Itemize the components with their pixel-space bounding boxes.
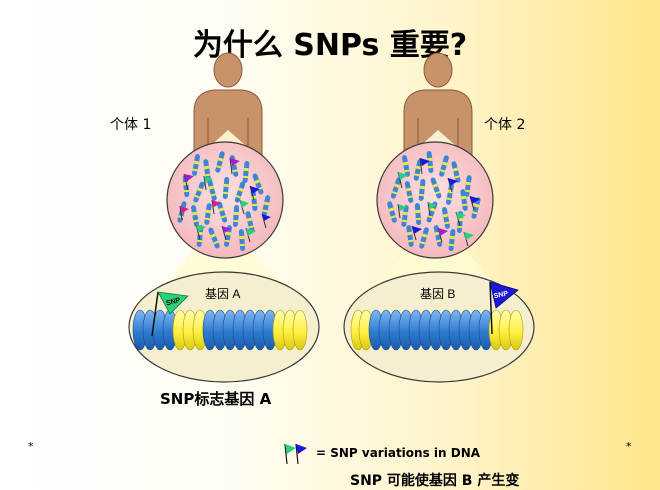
- flag-icon: [157, 291, 189, 315]
- gene-a-caption: SNP标志基因 A: [160, 390, 272, 408]
- flag-icon: [456, 212, 466, 220]
- flag-icon: [470, 196, 480, 204]
- snp-flags-1: [179, 157, 271, 243]
- individual-2: SNP 基因 B: [343, 52, 535, 383]
- snp-flag-gene-b: SNP: [489, 281, 519, 335]
- snp-flags-2: [397, 157, 480, 247]
- legend-flags: [284, 443, 307, 465]
- flag-icon: [246, 228, 256, 236]
- bottom-text: SNP 可能使基因 B 产生变: [350, 473, 520, 489]
- gene-a-label: 基因 A: [205, 287, 240, 301]
- footer-mark-left: *: [28, 440, 34, 453]
- gene-b-label: 基因 B: [420, 287, 455, 301]
- flag-icon: [464, 232, 474, 240]
- individual-2-label: 个体 2: [484, 117, 526, 133]
- cell-1: [166, 141, 284, 259]
- flag-icon: [420, 158, 430, 166]
- flag-icon: [398, 172, 408, 180]
- legend-text: = SNP variations in DNA: [316, 446, 481, 460]
- flag-icon: [428, 202, 437, 209]
- flag-label-b: SNP: [493, 290, 509, 300]
- snp-diagram: SNP 基因 A: [128, 52, 535, 465]
- dna-strand-b: [350, 309, 524, 351]
- flag-icon: [412, 226, 422, 234]
- gene-b-panel: SNP 基因 B: [343, 271, 535, 383]
- flag-icon: [230, 158, 240, 166]
- flag-icon: [196, 224, 206, 232]
- gene-a-panel: SNP 基因 A: [128, 271, 320, 383]
- flag-icon: [448, 178, 458, 186]
- snp-flag-gene-a: SNP: [151, 291, 189, 337]
- flag-icon: [180, 206, 189, 213]
- flag-icon: [262, 214, 271, 221]
- green-flag-icon: [285, 444, 296, 454]
- individual-1-label: 个体 1: [110, 117, 152, 133]
- blue-flag-icon: [296, 444, 307, 454]
- flag-icon: [184, 174, 194, 182]
- cell-2: [376, 141, 494, 259]
- individual-1: SNP 基因 A: [128, 52, 320, 383]
- flag-icon: [438, 228, 448, 236]
- flag-icon: [489, 281, 519, 309]
- flag-icon: [240, 200, 249, 208]
- flag-label-a: SNP: [165, 297, 181, 308]
- dna-strand-a: [132, 309, 308, 351]
- flag-icon: [398, 204, 407, 211]
- flag-icon: [250, 186, 260, 194]
- flag-icon: [222, 226, 231, 233]
- page-title: 为什么 SNPs 重要?: [192, 28, 468, 63]
- footer-mark-right: *: [626, 440, 632, 453]
- flag-icon: [204, 176, 213, 183]
- flag-icon: [212, 200, 221, 207]
